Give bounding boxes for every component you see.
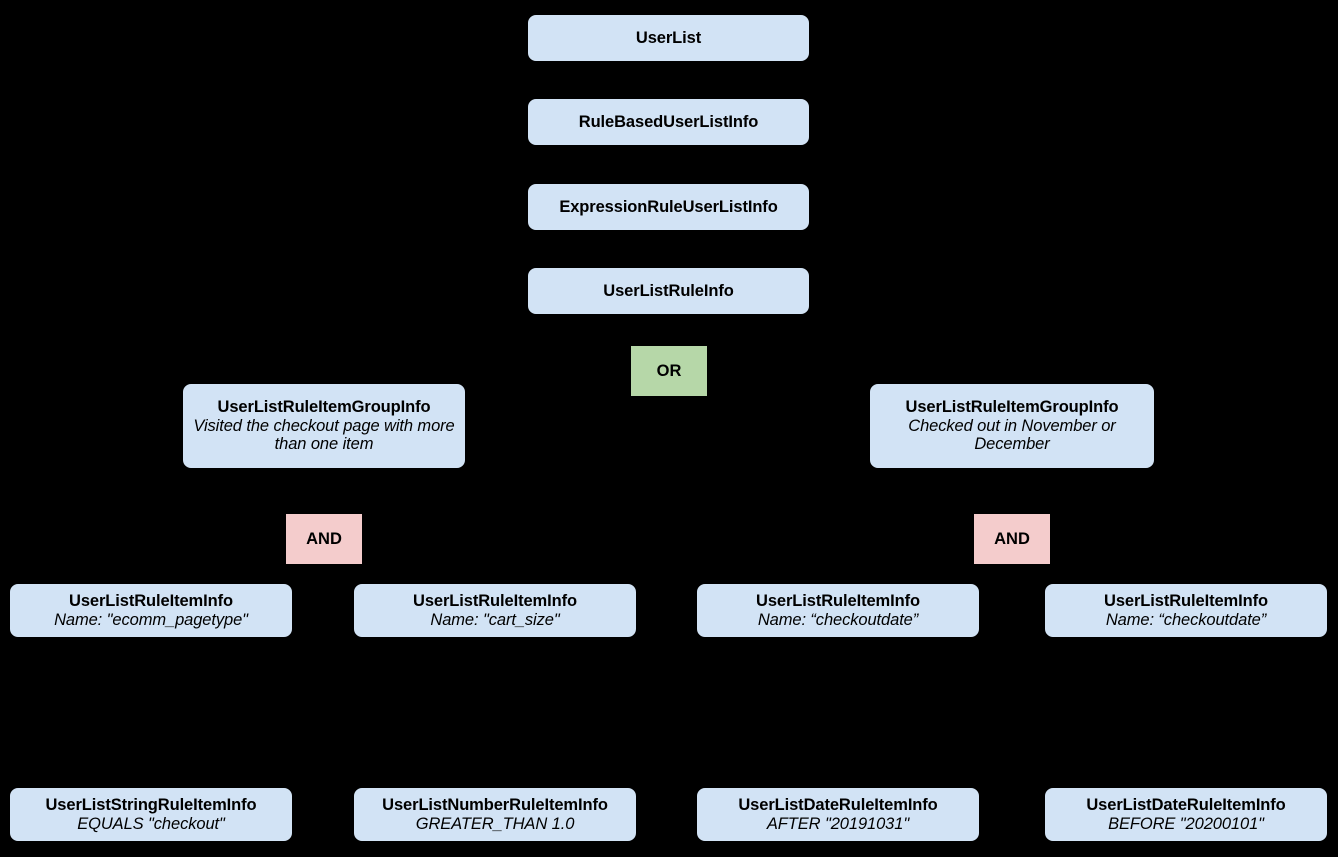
node-subtitle: Checked out in November or December <box>908 416 1116 454</box>
node-subtitle: GREATER_THAN 1.0 <box>415 814 575 833</box>
node-subtitle: Name: “checkoutdate” <box>1105 610 1267 629</box>
node-title: UserListNumberRuleItemInfo <box>382 795 608 814</box>
node-subtitle: Name: “checkoutdate” <box>757 610 919 629</box>
node-title: ExpressionRuleUserListInfo <box>559 197 778 216</box>
node-title: UserListStringRuleItemInfo <box>45 795 257 814</box>
node-and-operator-left[interactable]: AND <box>285 513 363 565</box>
node-subtitle: Name: "cart_size" <box>430 610 560 629</box>
operator-label: OR <box>656 361 682 380</box>
node-rule-based-user-list-info[interactable]: RuleBasedUserListInfo <box>527 98 810 146</box>
node-title: UserListRuleItemInfo <box>1104 591 1268 610</box>
node-title: UserListRuleItemGroupInfo <box>217 397 431 416</box>
node-title: UserListRuleInfo <box>603 281 734 300</box>
node-title: UserListRuleItemGroupInfo <box>905 397 1119 416</box>
node-and-operator-right[interactable]: AND <box>973 513 1051 565</box>
node-title: UserListDateRuleItemInfo <box>738 795 938 814</box>
edge-user-list-rule-info-to-or-operator <box>662 314 675 347</box>
node-expression-rule-user-list-info[interactable]: ExpressionRuleUserListInfo <box>527 183 810 231</box>
operator-label: AND <box>306 529 342 548</box>
node-title: UserListRuleItemInfo <box>756 591 920 610</box>
node-title: UserListDateRuleItemInfo <box>1086 795 1286 814</box>
node-or-operator[interactable]: OR <box>630 345 708 397</box>
node-title: UserListRuleItemInfo <box>69 591 233 610</box>
node-title: UserListRuleItemInfo <box>413 591 577 610</box>
node-subtitle: EQUALS "checkout" <box>77 814 225 833</box>
node-subtitle: Name: "ecomm_pagetype" <box>54 610 248 629</box>
node-user-list-rule-info[interactable]: UserListRuleInfo <box>527 267 810 315</box>
node-subtitle: Visited the checkout page with more than… <box>193 416 455 454</box>
edge-and-operator-left-to-rule-item-info-cart-size <box>323 564 501 585</box>
node-subtitle: AFTER "20191031" <box>766 814 910 833</box>
edge-and-operator-right-to-rule-item-info-checkoutdate-after <box>832 564 1013 585</box>
node-user-list[interactable]: UserList <box>527 14 810 62</box>
node-title: UserList <box>635 28 702 47</box>
edge-and-operator-right-to-rule-item-info-checkoutdate-before <box>1011 564 1192 585</box>
node-title: RuleBasedUserListInfo <box>578 112 759 131</box>
operator-label: AND <box>994 529 1030 548</box>
edge-and-operator-left-to-rule-item-info-pagetype <box>145 564 325 585</box>
node-subtitle: BEFORE "20200101" <box>1108 814 1264 833</box>
